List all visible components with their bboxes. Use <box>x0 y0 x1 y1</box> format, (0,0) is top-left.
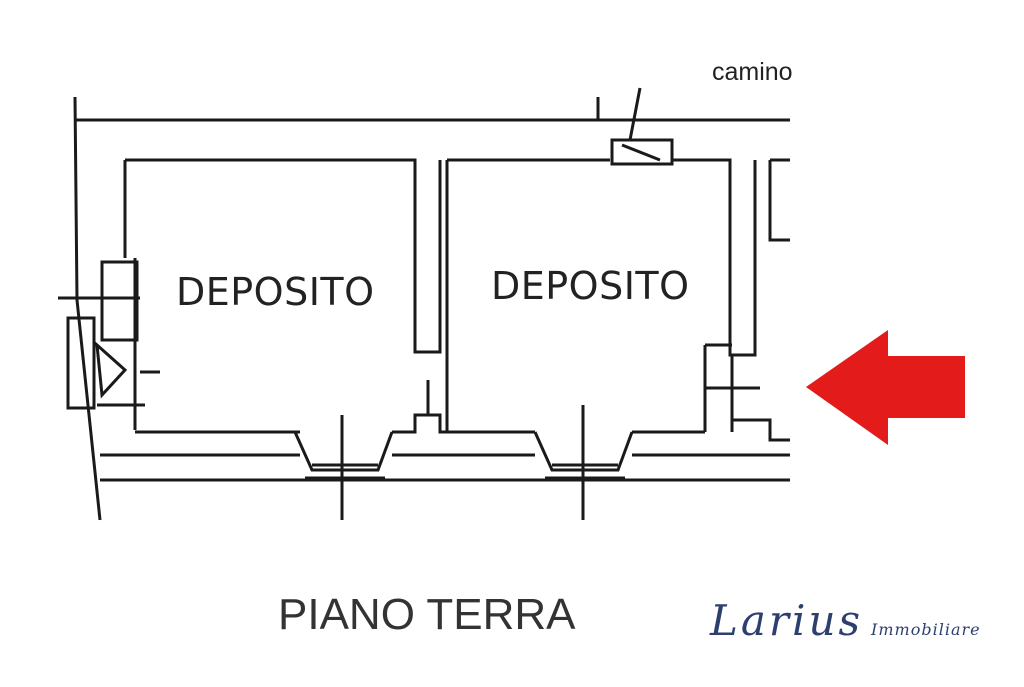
room-label-left: DEPOSITO <box>176 270 375 314</box>
walls <box>58 87 790 521</box>
company-logo: Larius Immobiliare <box>710 596 981 645</box>
chimney-label: camino <box>712 58 793 86</box>
logo-suffix: Immobiliare <box>871 620 981 639</box>
room-label-right: DEPOSITO <box>491 264 690 308</box>
floor-title: PIANO TERRA <box>278 590 576 639</box>
red-arrow-left-icon <box>806 330 965 445</box>
logo-name: Larius <box>710 596 864 645</box>
